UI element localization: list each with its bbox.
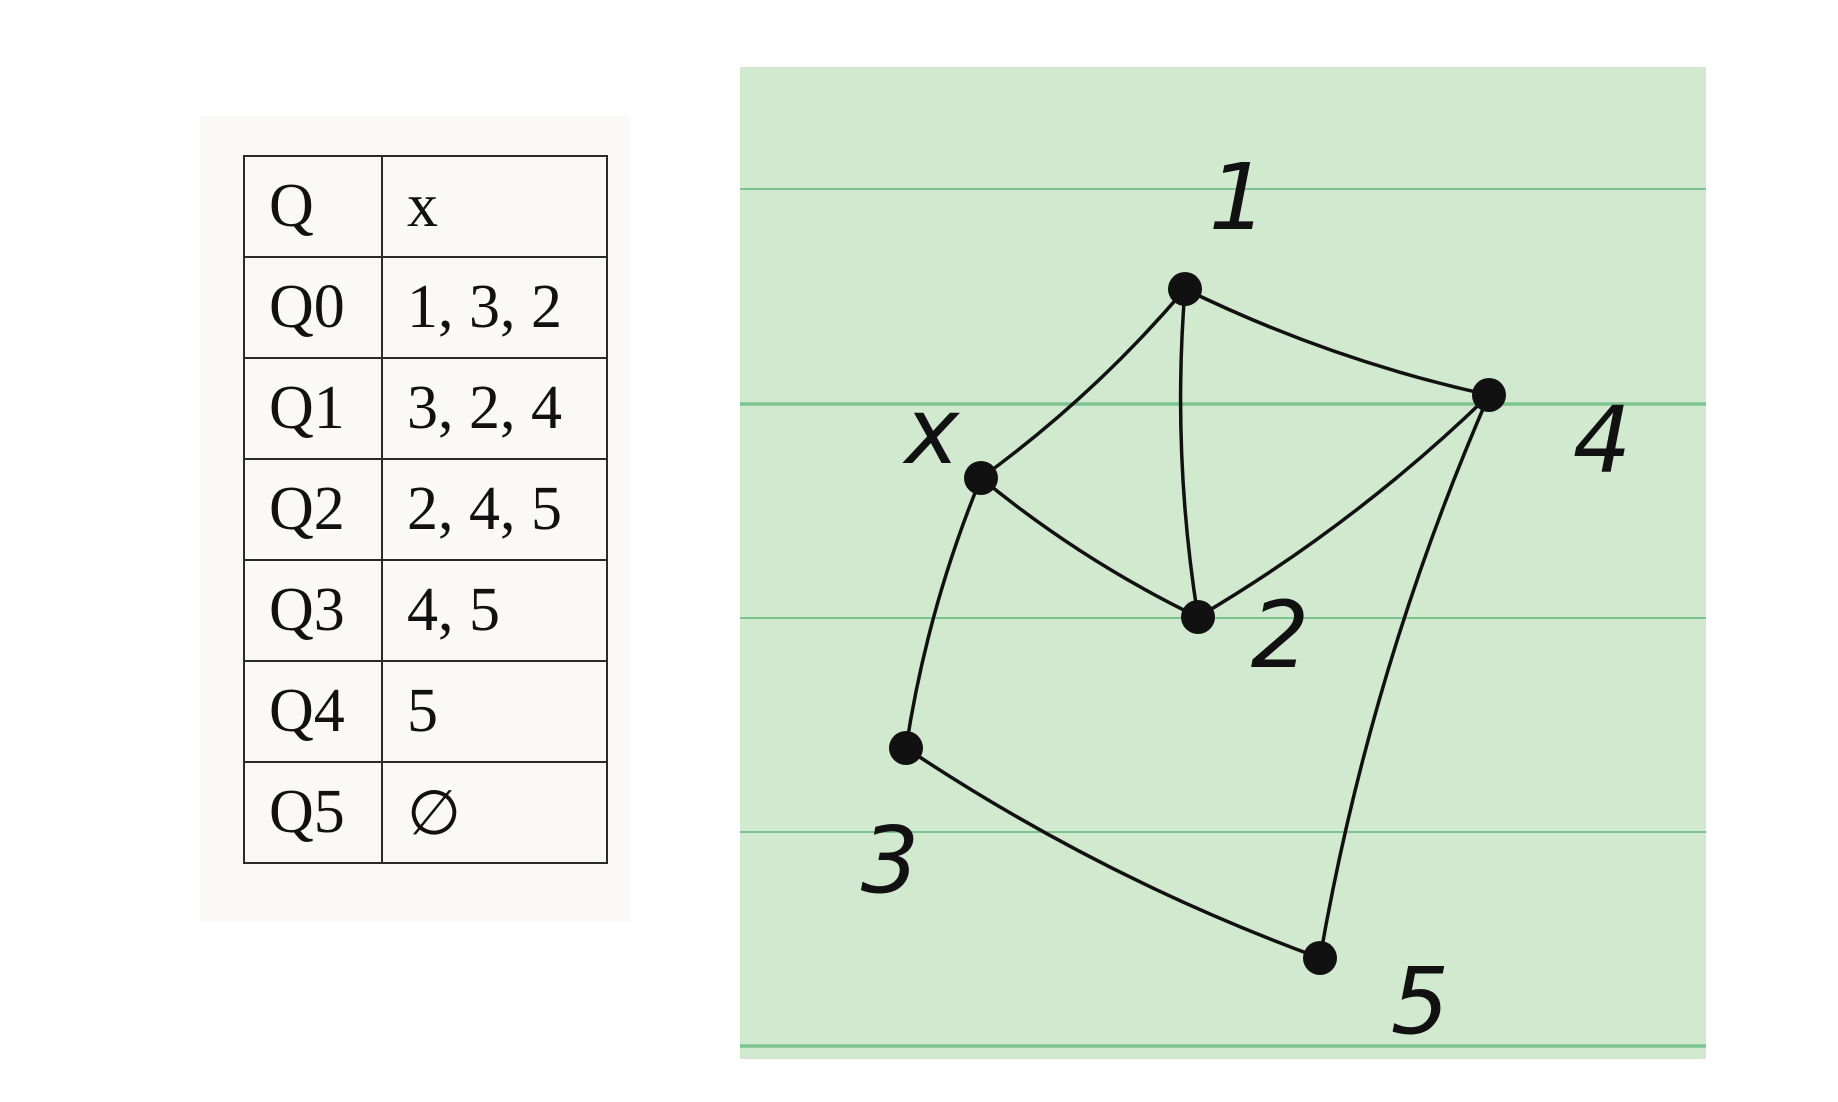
queue-contents-cell: 2, 4, 5 [381, 458, 608, 561]
edge-1-2 [1178, 287, 1200, 619]
edge-3-5 [904, 746, 1322, 960]
edge-x-2 [979, 476, 1200, 619]
node-2 [1181, 600, 1215, 634]
table-row: Q2 2, 4, 5 [243, 458, 608, 561]
table-header-row: Q x [243, 155, 608, 258]
node-label-x: x [902, 378, 961, 485]
table-row: Q0 1, 3, 2 [243, 256, 608, 359]
graph-nodes [889, 272, 1506, 975]
node-label-2: 2 [1251, 582, 1310, 689]
graph-edges [904, 287, 1491, 960]
queue-name-cell: Q0 [243, 256, 383, 359]
node-label-3: 3 [861, 807, 920, 914]
queue-name-cell: Q3 [243, 559, 383, 662]
notebook-paper [740, 67, 1706, 1059]
table-row: Q5 ∅ [243, 761, 608, 864]
bfs-queue-table-panel: Q x Q0 1, 3, 2 Q1 3, 2, 4 Q2 2, 4, 5 Q3 … [200, 116, 630, 922]
node-label-1: 1 [1209, 144, 1268, 251]
queue-contents-cell: 4, 5 [381, 559, 608, 662]
edge-2-4 [1196, 393, 1491, 619]
edge-4-5 [1318, 393, 1491, 960]
edge-x-1 [979, 287, 1187, 480]
graph-node-labels: x 1 2 3 4 5 [861, 144, 1632, 1055]
node-label-5: 5 [1391, 948, 1450, 1055]
queue-name-cell: Q5 [243, 761, 383, 864]
edge-x-3 [904, 476, 983, 750]
table-row: Q4 5 [243, 660, 608, 763]
header-q-cell: Q [243, 155, 383, 258]
header-x-cell: x [381, 155, 608, 258]
graph-drawing: x 1 2 3 4 5 [740, 67, 1706, 1059]
bfs-queue-table: Q x Q0 1, 3, 2 Q1 3, 2, 4 Q2 2, 4, 5 Q3 … [243, 155, 608, 864]
node-label-4: 4 [1573, 387, 1632, 494]
paper-rule-lines [740, 188, 1706, 1048]
node-x [964, 461, 998, 495]
queue-contents-cell: 3, 2, 4 [381, 357, 608, 460]
node-3 [889, 731, 923, 765]
queue-contents-cell: ∅ [381, 761, 608, 864]
node-4 [1472, 378, 1506, 412]
edge-1-4 [1183, 287, 1491, 397]
queue-name-cell: Q2 [243, 458, 383, 561]
table-row: Q1 3, 2, 4 [243, 357, 608, 460]
node-5 [1303, 941, 1337, 975]
table-row: Q3 4, 5 [243, 559, 608, 662]
node-1 [1168, 272, 1202, 306]
queue-name-cell: Q4 [243, 660, 383, 763]
queue-contents-cell: 1, 3, 2 [381, 256, 608, 359]
graph-notebook-panel: x 1 2 3 4 5 [740, 67, 1706, 1059]
queue-contents-cell: 5 [381, 660, 608, 763]
queue-name-cell: Q1 [243, 357, 383, 460]
